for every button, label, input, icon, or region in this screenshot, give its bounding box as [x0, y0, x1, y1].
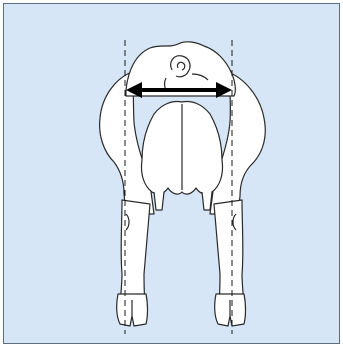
cow-rear-view-diagram — [4, 4, 341, 345]
teat-left — [154, 192, 164, 210]
teat-right — [202, 192, 212, 210]
cow-rear-body — [100, 42, 266, 326]
diagram-panel — [3, 3, 340, 344]
